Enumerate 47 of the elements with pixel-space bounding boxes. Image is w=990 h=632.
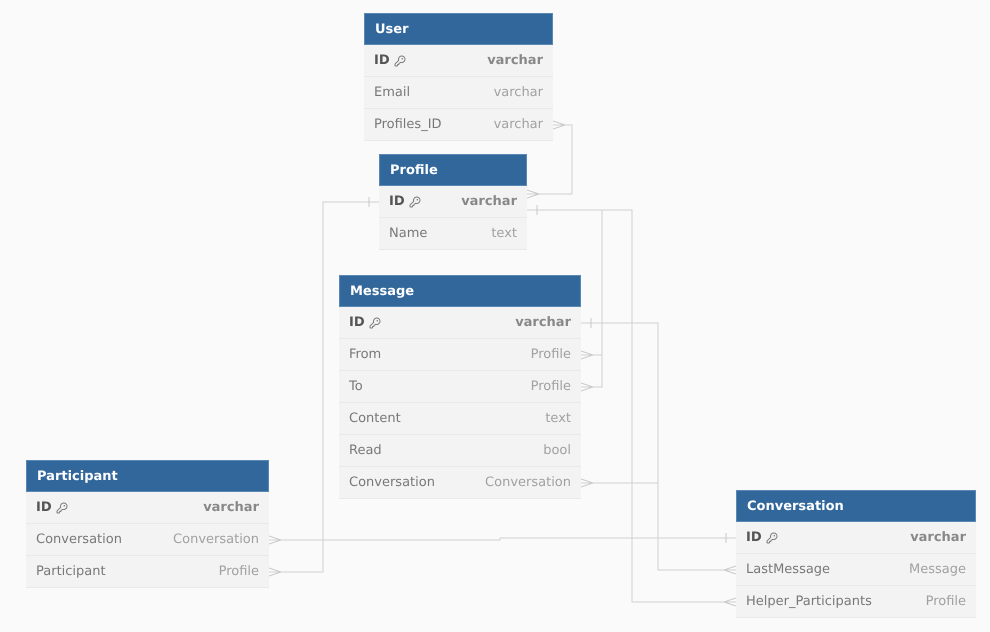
table-name: User (375, 22, 409, 36)
table-name: Participant (37, 468, 118, 484)
column-name: Participant (36, 564, 106, 579)
table-name: Conversation (747, 498, 844, 514)
column-name: Name (389, 226, 428, 241)
table-name: Profile (390, 162, 438, 178)
column-name: LastMessage (746, 562, 830, 577)
column-type: varchar (486, 53, 543, 68)
column-type: Profile (218, 564, 259, 579)
entity-table (379, 154, 527, 250)
relationship-line (580, 318, 736, 574)
entity-table (339, 275, 581, 499)
entity-table (26, 460, 269, 588)
column-type: Profile (530, 347, 571, 362)
column-name: ID (36, 500, 52, 515)
column-type: text (544, 411, 571, 426)
column-name: Content (349, 411, 401, 426)
column-name: From (349, 347, 382, 362)
column-type: text (490, 226, 517, 241)
column-name: ID (389, 194, 405, 209)
column-type: Profile (924, 594, 966, 609)
column-type: bool (542, 443, 571, 458)
column-type: varchar (202, 500, 259, 515)
column-name: Helper_Participants (746, 594, 872, 609)
column-type: varchar (909, 530, 966, 545)
entity-table (736, 490, 976, 618)
relationship-line (526, 120, 572, 198)
relationship-line (268, 196, 380, 576)
column-name: Email (374, 85, 410, 100)
column-name: ID (746, 530, 762, 545)
column-name: ID (349, 315, 365, 330)
column-name: Read (349, 443, 382, 458)
column-name: Profiles_ID (374, 117, 442, 132)
column-type: varchar (492, 85, 543, 100)
table-name: Message (350, 284, 414, 298)
column-type: varchar (460, 194, 517, 209)
column-type: varchar (514, 315, 571, 330)
column-type: varchar (492, 117, 543, 132)
entity-table (364, 13, 553, 141)
column-name: Conversation (36, 532, 122, 547)
column-type: Message (908, 562, 966, 577)
column-name: To (349, 379, 363, 394)
column-name: ID (374, 53, 390, 68)
column-name: Conversation (349, 475, 435, 490)
column-type: Conversation (172, 532, 259, 547)
column-type: Profile (530, 379, 571, 394)
column-type: Conversation (484, 475, 571, 490)
